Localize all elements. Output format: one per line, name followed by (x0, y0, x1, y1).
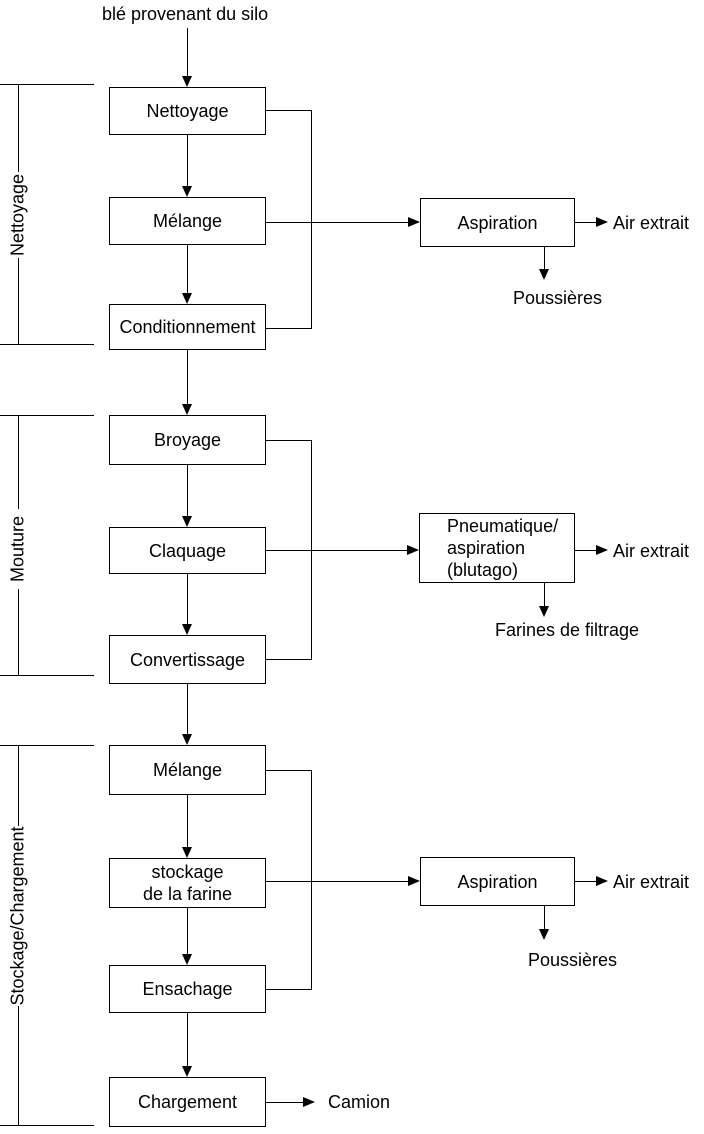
flow-connector (187, 1013, 188, 1066)
pneumatique-aspiration-box: Pneumatique/ aspiration (blutago) (419, 513, 575, 583)
arrowhead-down-icon (182, 293, 192, 304)
arrowhead-down-icon (539, 606, 549, 617)
flow-connector (187, 245, 188, 293)
flow-connector (187, 135, 188, 186)
output-arrow (544, 906, 545, 929)
output-label-air-extrait-2: Air extrait (613, 541, 690, 561)
process-box-line: de la farine (142, 884, 233, 904)
collector-arrow (266, 550, 407, 551)
pneumatique-box-line: (blutago) (447, 560, 519, 580)
arrowhead-down-icon (182, 404, 192, 415)
pneumatique-box-line: aspiration (447, 538, 526, 558)
arrowhead-down-icon (182, 186, 192, 197)
collector-line (311, 770, 312, 990)
bracket-line (18, 745, 19, 826)
flow-connector (187, 574, 188, 624)
arrowhead-right-icon (408, 217, 420, 227)
arrowhead-right-icon (596, 876, 608, 886)
collector-line (311, 110, 312, 329)
bracket-line (0, 415, 94, 416)
output-label-air-extrait-1: Air extrait (613, 213, 690, 233)
collector-arrow (266, 222, 408, 223)
arrowhead-down-icon (182, 954, 192, 965)
flow-connector (187, 350, 188, 404)
flow-connector (187, 465, 188, 516)
arrowhead-down-icon (182, 734, 192, 745)
output-arrow (266, 1102, 303, 1103)
arrowhead-down-icon (182, 847, 192, 858)
output-label-air-extrait-3: Air extrait (613, 872, 690, 892)
collector-line (266, 770, 312, 771)
process-box-conditionnement: Conditionnement (109, 304, 266, 350)
bracket-line (0, 1125, 94, 1126)
arrowhead-right-icon (408, 876, 420, 886)
process-box-convertissage: Convertissage (109, 635, 266, 684)
process-box-melange-1: Mélange (109, 197, 266, 245)
bracket-line (0, 344, 94, 345)
flow-connector (187, 908, 188, 954)
bracket-line (18, 1006, 19, 1125)
output-label-camion: Camion (328, 1092, 391, 1112)
output-arrow (544, 247, 545, 269)
arrowhead-down-icon (182, 1066, 192, 1077)
output-arrow (575, 881, 596, 882)
collector-line (266, 989, 312, 990)
output-arrow (575, 222, 596, 223)
collector-line (266, 110, 312, 111)
collector-line (266, 440, 312, 441)
collector-arrow (266, 881, 408, 882)
aspiration-box-2: Aspiration (420, 857, 575, 906)
process-box-nettoyage: Nettoyage (109, 87, 266, 135)
collector-line (266, 328, 312, 329)
arrowhead-down-icon (539, 269, 549, 280)
process-box-melange-2: Mélange (109, 745, 266, 795)
arrowhead-down-icon (539, 929, 549, 940)
arrowhead-down-icon (182, 624, 192, 635)
process-box-line: stockage (151, 862, 224, 882)
collector-line (266, 659, 312, 660)
arrowhead-down-icon (182, 516, 192, 527)
output-arrow (544, 583, 545, 606)
bracket-line (18, 589, 19, 675)
flow-connector (187, 28, 188, 76)
bracket-line (0, 84, 94, 85)
section-label-stockage-chargement: Stockage/Chargement (7, 826, 28, 1006)
output-label-poussieres-1: Poussières (513, 288, 603, 308)
pneumatique-box-line: Pneumatique/ (447, 516, 559, 536)
bracket-line (18, 415, 19, 509)
section-label-mouture: Mouture (7, 515, 28, 583)
bracket-line (0, 675, 94, 676)
process-box-chargement: Chargement (109, 1077, 266, 1127)
arrowhead-right-icon (596, 217, 608, 227)
flow-connector (187, 795, 188, 847)
source-label: blé provenant du silo (102, 4, 269, 24)
arrowhead-right-icon (596, 545, 608, 555)
bracket-line (18, 258, 19, 344)
flow-connector (187, 684, 188, 734)
arrowhead-down-icon (182, 76, 192, 87)
output-label-poussieres-2: Poussières (528, 950, 618, 970)
process-box-stockage-farine: stockage de la farine (109, 858, 266, 908)
arrowhead-right-icon (407, 545, 419, 555)
process-box-claquage: Claquage (109, 527, 266, 574)
aspiration-box-1: Aspiration (420, 198, 575, 247)
process-box-ensachage: Ensachage (109, 965, 266, 1013)
bracket-line (0, 745, 94, 746)
bracket-line (18, 84, 19, 172)
section-label-nettoyage: Nettoyage (7, 173, 28, 257)
arrowhead-right-icon (303, 1097, 315, 1107)
process-box-broyage: Broyage (109, 415, 266, 465)
output-arrow (575, 550, 596, 551)
output-label-farines-filtrage: Farines de filtrage (495, 620, 640, 640)
